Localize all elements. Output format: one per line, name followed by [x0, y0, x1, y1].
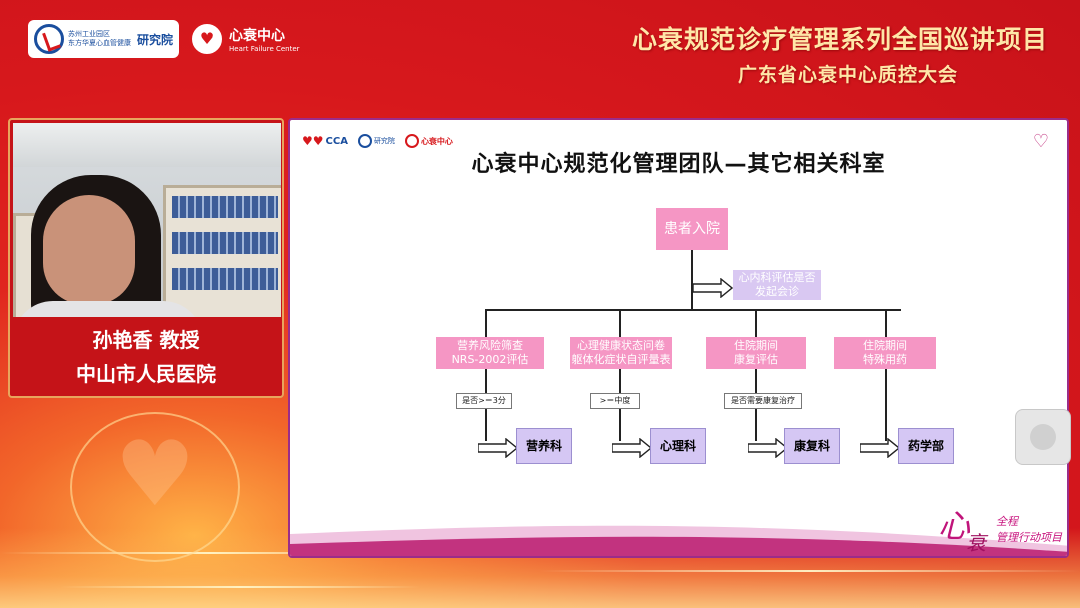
side-note-line2: 发起会诊: [755, 285, 799, 298]
branch-1-department: 营养科: [516, 428, 572, 464]
institute-top-text: 苏州工业园区: [68, 30, 110, 38]
branch-3-line2: 康复评估: [734, 353, 778, 366]
branch-2-condition: >＝中度: [590, 393, 640, 409]
branch-3-condition: 是否需要康复治疗: [724, 393, 802, 409]
branch-2-department: 心理科: [650, 428, 706, 464]
slide-hf-text: 心衰中心: [420, 136, 453, 146]
branch-2-box: 心理健康状态问卷 躯体化症状自评量表: [570, 337, 672, 369]
decor-ring: [70, 412, 240, 562]
branch-4-line1: 住院期间: [863, 339, 907, 352]
flow-arrow-right: [748, 438, 788, 458]
flow-arrow-right: [478, 438, 518, 458]
signature-char-2: 衰: [966, 531, 986, 555]
branch-3-condition-text: 是否需要康复治疗: [731, 396, 795, 405]
branch-1-box: 营养风险筛查 NRS-2002评估: [436, 337, 544, 369]
side-note-line1: 心内科评估是否: [738, 271, 816, 284]
branch-2-condition-text: >＝中度: [599, 396, 631, 405]
institute-logo: 苏州工业园区 东方华夏心血管健康 研究院: [28, 20, 180, 58]
flow-arrow-right: [693, 278, 733, 298]
camera-dot-icon: [1030, 424, 1056, 450]
flow-root-label: 患者入院: [664, 221, 720, 237]
branch-4-department: 药学部: [898, 428, 954, 464]
branch-2-line1: 心理健康状态问卷: [577, 339, 665, 352]
branch-1-condition: 是否>＝3分: [456, 393, 512, 409]
event-title: 心衰规范诊疗管理系列全国巡讲项目: [631, 25, 1048, 54]
branch-1-department-label: 营养科: [525, 439, 562, 453]
speaker-organization: 中山市人民医院: [76, 362, 216, 386]
speaker-name: 孙艳香 教授: [92, 328, 200, 352]
institute-mark-icon: [357, 134, 372, 148]
flow-arrow-right: [860, 438, 900, 458]
branch-3-box: 住院期间 康复评估: [706, 337, 806, 369]
flow-side-note: 心内科评估是否 发起会诊: [733, 270, 821, 300]
institute-mark-icon: [34, 24, 64, 54]
branch-3-line1: 住院期间: [734, 339, 778, 352]
flow-root: 患者入院: [656, 208, 728, 250]
institute-name: 研究院: [137, 32, 174, 47]
branch-4-line2: 特殊用药: [863, 353, 907, 366]
presentation-slide: ♥♥ CCA 研究院 心衰中心 ♡ 心衰中心规范化管理团队—其它相关科室 患者入…: [288, 118, 1069, 558]
slide-hf-logo: 心衰中心: [404, 134, 453, 148]
slide-institute-logo: 研究院: [357, 134, 395, 148]
branch-1-line2: NRS-2002评估: [451, 353, 529, 366]
flow-connector: [691, 250, 693, 310]
branch-2-line2: 躯体化症状自评量表: [571, 353, 671, 366]
branch-2-department-label: 心理科: [659, 439, 696, 453]
hf-center-cn: 心衰中心: [229, 28, 286, 44]
cca-text: CCA: [325, 135, 348, 147]
branch-3-department-label: 康复科: [793, 439, 830, 453]
signature-char-1: 心: [938, 507, 971, 545]
signature-small-2: 管理行动项目: [996, 531, 1062, 544]
hf-seal-icon: [404, 134, 419, 148]
hf-center-seal-icon: [189, 21, 226, 57]
slide-institute-text: 研究院: [373, 137, 395, 145]
branch-1-line1: 营养风险筛查: [457, 339, 523, 352]
branch-1-condition-text: 是否>＝3分: [462, 396, 506, 405]
cca-logo: ♥♥ CCA: [302, 134, 348, 148]
flow-arrow-right: [612, 438, 652, 458]
signature-small-1: 全程: [996, 515, 1018, 528]
slide-title: 心衰中心规范化管理团队—其它相关科室: [471, 152, 886, 177]
branch-4-department-label: 药学部: [907, 439, 944, 453]
floating-camera-button[interactable]: [1015, 409, 1071, 465]
institute-bottom-text: 东方华夏心血管健康: [68, 39, 131, 47]
slide-corner-heart-icon: ♡: [1032, 131, 1050, 152]
hf-center-en: Heart Failure Center: [229, 45, 300, 53]
bookcase: [163, 185, 281, 317]
campaign-signature: 心 衰 全程 管理行动项目: [938, 505, 1078, 559]
event-subtitle: 广东省心衰中心质控大会: [737, 64, 958, 86]
light-streak: [0, 552, 420, 554]
cca-hearts-icon: ♥♥: [302, 134, 324, 148]
heart-decoration-icon: ♥: [114, 422, 196, 527]
slide-logos: ♥♥ CCA 研究院 心衰中心: [302, 134, 453, 148]
branch-3-department: 康复科: [784, 428, 840, 464]
light-streak: [60, 586, 420, 588]
hf-center-logo: 心衰中心 Heart Failure Center: [189, 21, 300, 57]
flow-branch-line: [485, 309, 901, 311]
speaker-card: 孙艳香 教授 中山市人民医院: [8, 118, 284, 398]
header-logos: 苏州工业园区 东方华夏心血管健康 研究院 心衰中心 Heart Failure …: [28, 18, 300, 60]
slide-wave-decoration: [290, 525, 1067, 556]
branch-4-box: 住院期间 特殊用药: [834, 337, 936, 369]
light-streak: [540, 570, 1080, 572]
speaker-video[interactable]: [13, 123, 281, 317]
